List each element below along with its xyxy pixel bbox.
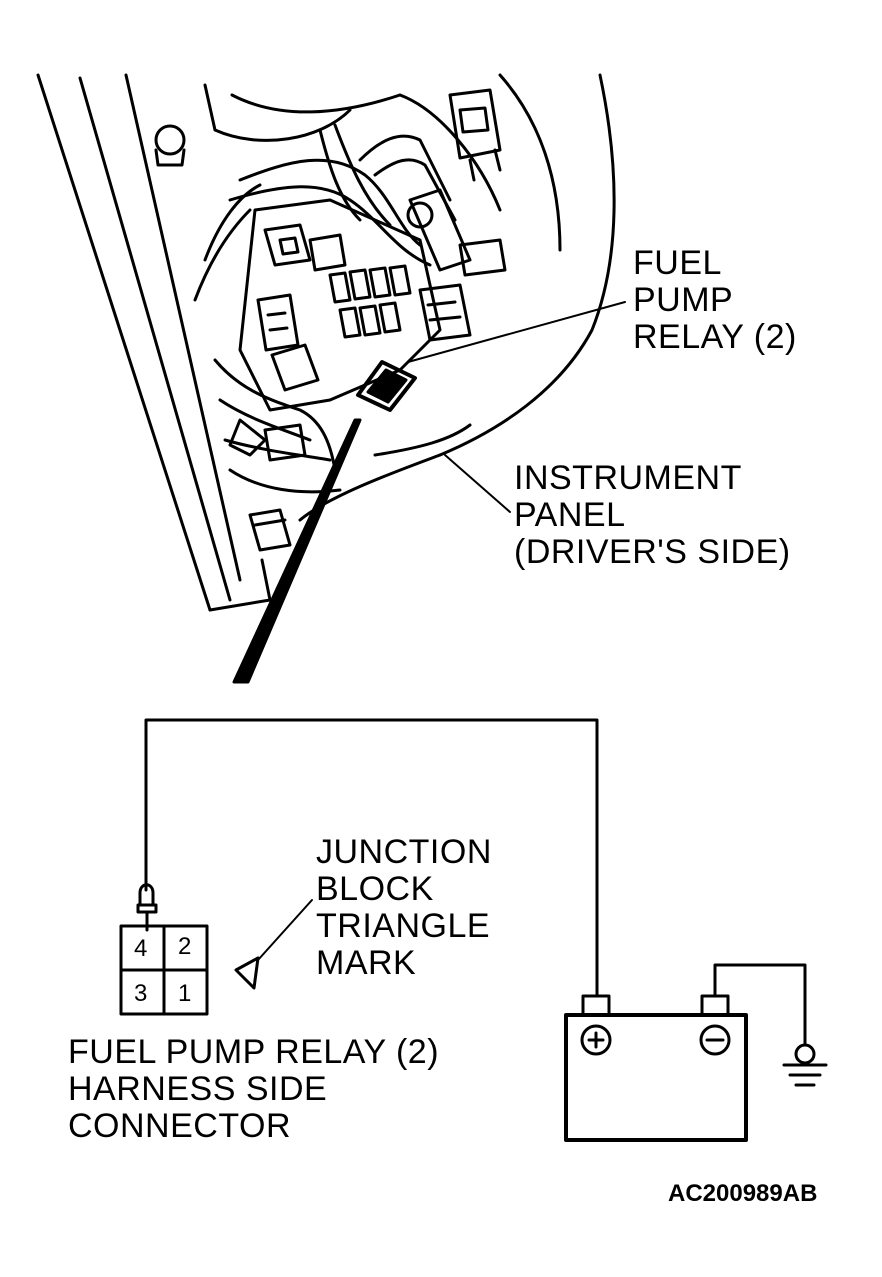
fuel-pump-relay-label-line-2: PUMP	[633, 281, 734, 319]
connector-label-line-1: FUEL PUMP RELAY (2)	[68, 1033, 440, 1071]
connector-label-line-3: CONNECTOR	[68, 1107, 291, 1145]
instrument-panel-label-line-1: INSTRUMENT	[514, 459, 742, 497]
test-probe	[136, 883, 158, 932]
instrument-panel-label: INSTRUMENT PANEL (DRIVER'S SIDE)	[514, 460, 791, 571]
junction-block-label-line-2: BLOCK	[316, 870, 434, 908]
test-wire	[144, 718, 599, 997]
instrument-panel-label-line-3: (DRIVER'S SIDE)	[514, 533, 791, 571]
relay-harness-connector	[119, 924, 209, 1016]
battery-icon	[564, 963, 807, 1142]
pin-2: 2	[178, 933, 192, 960]
figure-code: AC200989AB	[668, 1180, 818, 1207]
instrument-panel-illustration	[36, 73, 626, 684]
junction-block-label-line-4: MARK	[316, 944, 417, 982]
pin-3: 3	[134, 980, 148, 1007]
pin-4: 4	[134, 935, 148, 962]
junction-block-label-line-3: TRIANGLE	[316, 907, 491, 945]
instrument-panel-label-line-2: PANEL	[514, 496, 626, 534]
junction-block-label-line-1: JUNCTION	[316, 833, 492, 871]
pin-1: 1	[178, 980, 192, 1007]
fuel-pump-relay-label-line-1: FUEL	[633, 244, 722, 282]
junction-block-label: JUNCTION BLOCK TRIANGLE MARK	[316, 834, 492, 982]
ground-icon	[782, 1043, 828, 1087]
connector-label: FUEL PUMP RELAY (2) HARNESS SIDE CONNECT…	[68, 1034, 439, 1145]
triangle-mark-icon	[234, 899, 313, 990]
connector-label-line-2: HARNESS SIDE	[68, 1070, 328, 1108]
fuel-pump-relay-label-line-3: RELAY (2)	[633, 318, 797, 356]
fuel-pump-relay-label: FUEL PUMP RELAY (2)	[633, 245, 797, 356]
